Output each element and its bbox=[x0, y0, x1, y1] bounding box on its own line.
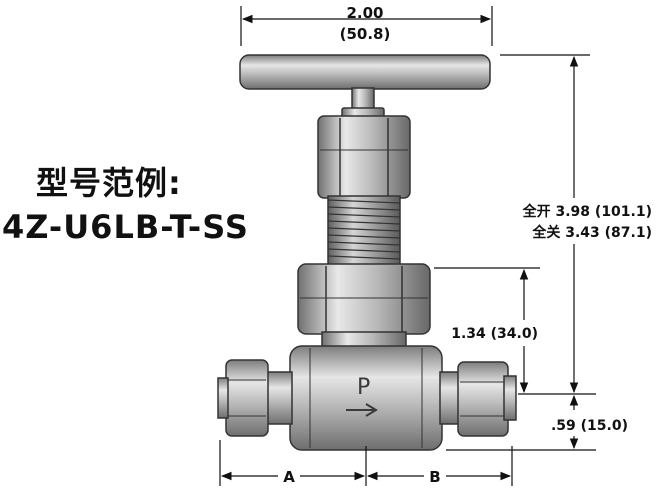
end-a-label: A bbox=[283, 468, 295, 486]
dimension-lines bbox=[219, 6, 596, 486]
handle-width-in-label: 2.00 bbox=[346, 4, 383, 22]
height-closed-label: 全关 3.43 (87.1) bbox=[531, 224, 652, 241]
valve: P bbox=[217, 54, 517, 451]
height-open-label: 全开 3.98 (101.1) bbox=[522, 203, 652, 220]
end-b-label: B bbox=[429, 468, 440, 486]
packing-nut bbox=[317, 115, 411, 199]
left-end-fitting bbox=[217, 359, 293, 437]
centerline-height-label: 1.34 (34.0) bbox=[451, 326, 538, 342]
bonnet-threads bbox=[327, 195, 401, 267]
handle-width-mm-label: (50.8) bbox=[340, 25, 391, 43]
handle-bar bbox=[239, 54, 491, 90]
valve-body: P bbox=[289, 345, 443, 451]
model-title: 型号范例: bbox=[36, 164, 182, 202]
model-number: 4Z-U6LB-T-SS bbox=[2, 208, 249, 246]
right-end-fitting bbox=[439, 361, 517, 437]
bottom-offset-label: .59 (15.0) bbox=[551, 418, 628, 434]
bonnet-nut bbox=[297, 263, 431, 335]
body-marking: P bbox=[357, 375, 370, 400]
